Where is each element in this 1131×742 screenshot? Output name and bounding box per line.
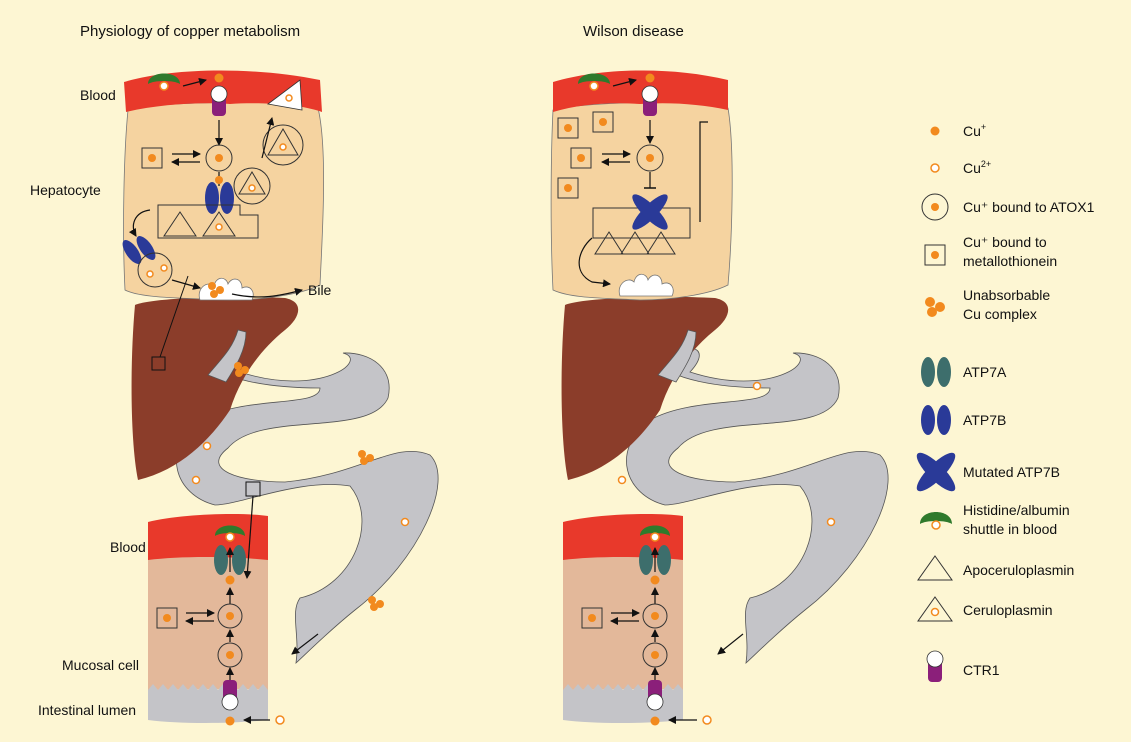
- label-blood-bottom: Blood: [110, 539, 146, 555]
- legend-atp7a-label: ATP7A: [963, 364, 1007, 380]
- left-mucosa-atox1-1-cu: [226, 612, 234, 620]
- right-cu-plus-top: [646, 74, 655, 83]
- left-apocp-2-cu: [216, 224, 222, 230]
- right-mt-4-cu: [564, 184, 572, 192]
- legend-cu-2plus-icon: [931, 164, 939, 172]
- label-bile: Bile: [308, 282, 332, 298]
- legend-shuttle-label-1: Histidine/albumin: [963, 502, 1070, 518]
- right-lumen-cu2: [703, 716, 711, 724]
- right-atox1-cu: [646, 154, 654, 162]
- legend-mutated-label: Mutated ATP7B: [963, 464, 1060, 480]
- legend-atp7b-label: ATP7B: [963, 412, 1006, 428]
- left-gut-cu2-2: [193, 477, 200, 484]
- left-lumen-cu: [226, 717, 235, 726]
- label-blood-top: Blood: [80, 87, 116, 103]
- right-mt-3-cu: [577, 154, 585, 162]
- legend-unabs-label-1: Unabsorbable: [963, 287, 1050, 303]
- legend-cp-icon-cu: [932, 609, 939, 616]
- right-gut-cu2-3: [828, 519, 835, 526]
- right-mucosa-mt-cu: [588, 614, 596, 622]
- left-mt-cu: [148, 154, 156, 162]
- right-mucosa-cu-1: [651, 576, 660, 585]
- right-mucosa-atox1-2-cu: [651, 651, 659, 659]
- left-lumen-cu2: [276, 716, 284, 724]
- left-gut-cu2-3: [402, 519, 409, 526]
- left-mucosa-cu-1: [226, 576, 235, 585]
- left-mucosa-mt-cu: [163, 614, 171, 622]
- left-cp-vesicle-1-cu: [280, 144, 286, 150]
- left-bile-vesicle-cu-1: [147, 271, 153, 277]
- legend-ctr1-icon: [927, 651, 943, 682]
- label-mucosal-cell: Mucosal cell: [62, 657, 139, 673]
- legend-atox1-icon-cu: [931, 203, 939, 211]
- right-ctr1-top: [642, 86, 658, 116]
- legend-cp-label: Ceruloplasmin: [963, 602, 1052, 618]
- left-gut-cu2-1: [204, 443, 211, 450]
- legend-unabs-label-2: Cu complex: [963, 306, 1037, 322]
- right-gut-cu2-1: [754, 383, 761, 390]
- right-mt-1-cu: [564, 124, 572, 132]
- left-cp-vesicle-2-cu: [249, 185, 255, 191]
- legend-metallothionein-icon-cu: [931, 251, 939, 259]
- right-panel-title: Wilson disease: [583, 23, 684, 40]
- legend-cu-plus-icon: [931, 127, 940, 136]
- left-panel-title: Physiology of copper metabolism: [80, 23, 300, 40]
- left-bile-vesicle-cu-2: [161, 265, 167, 271]
- label-hepatocyte: Hepatocyte: [30, 182, 101, 198]
- left-cu-plus-top: [215, 74, 224, 83]
- legend-mt-label-2: metallothionein: [963, 253, 1057, 269]
- left-mucosa-atox1-2-cu: [226, 651, 234, 659]
- left-exported-cp-cu: [286, 95, 292, 101]
- left-atox1-cu: [215, 154, 223, 162]
- legend-mt-label-1: Cu⁺ bound to: [963, 234, 1047, 250]
- label-intestinal-lumen: Intestinal lumen: [38, 702, 136, 718]
- left-ctr1-bottom: [222, 680, 238, 710]
- left-ctr1-top: [211, 86, 227, 116]
- right-mucosa-atox1-1-cu: [651, 612, 659, 620]
- legend-ctr1-label: CTR1: [963, 662, 1000, 678]
- left-atp7b-cu: [215, 176, 223, 184]
- right-lumen-cu: [651, 717, 660, 726]
- legend-apocp-label: Apoceruloplasmin: [963, 562, 1074, 578]
- legend-shuttle-label-2: shuttle in blood: [963, 521, 1057, 537]
- right-ctr1-bottom: [647, 680, 663, 710]
- right-mt-2-cu: [599, 118, 607, 126]
- right-gut-cu2-2: [619, 477, 626, 484]
- legend-atox1-label: Cu⁺ bound to ATOX1: [963, 199, 1095, 215]
